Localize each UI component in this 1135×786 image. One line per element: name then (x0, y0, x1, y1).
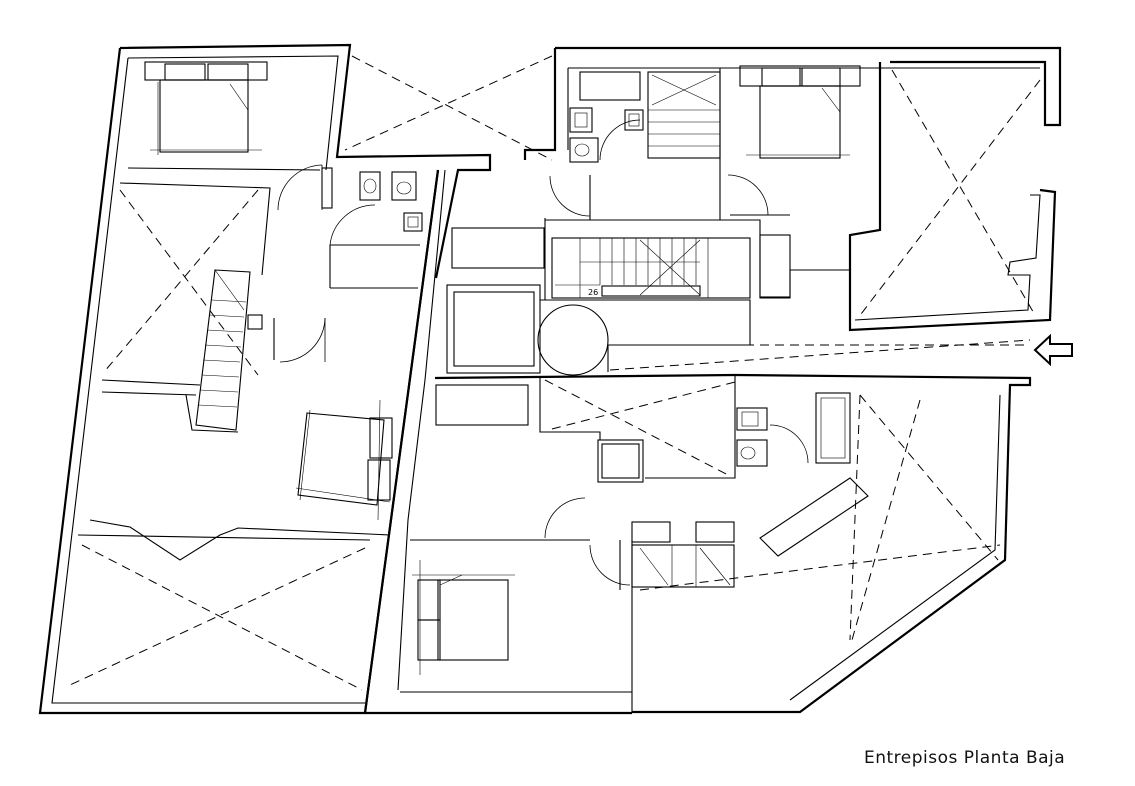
outer-outline (363, 169, 632, 715)
elevator-turning-circle (537, 299, 609, 376)
kitchen-counter (759, 477, 869, 557)
right-bathroom (736, 392, 851, 467)
left-stair (195, 269, 263, 431)
central-stair: 26 (551, 237, 751, 299)
left-bathroom (321, 167, 423, 232)
bed-top-left (144, 61, 268, 155)
right-doors (544, 119, 809, 586)
left-doors (277, 164, 376, 363)
left-voids (69, 55, 553, 691)
left-unit-walls (38, 43, 492, 715)
bed-middle-left (295, 399, 393, 521)
upper-stair (647, 71, 721, 159)
plan-title: Entrepisos Planta Baja (864, 748, 1066, 768)
stair-number-label: 26 (588, 288, 598, 297)
closets (631, 521, 735, 588)
arrow-left-icon (1033, 333, 1073, 367)
top-bathroom (569, 107, 644, 163)
right-voids (544, 69, 1041, 641)
bed-top-right (739, 65, 861, 159)
right-unit-walls (400, 46, 1062, 714)
bed-bottom-middle (412, 560, 515, 675)
